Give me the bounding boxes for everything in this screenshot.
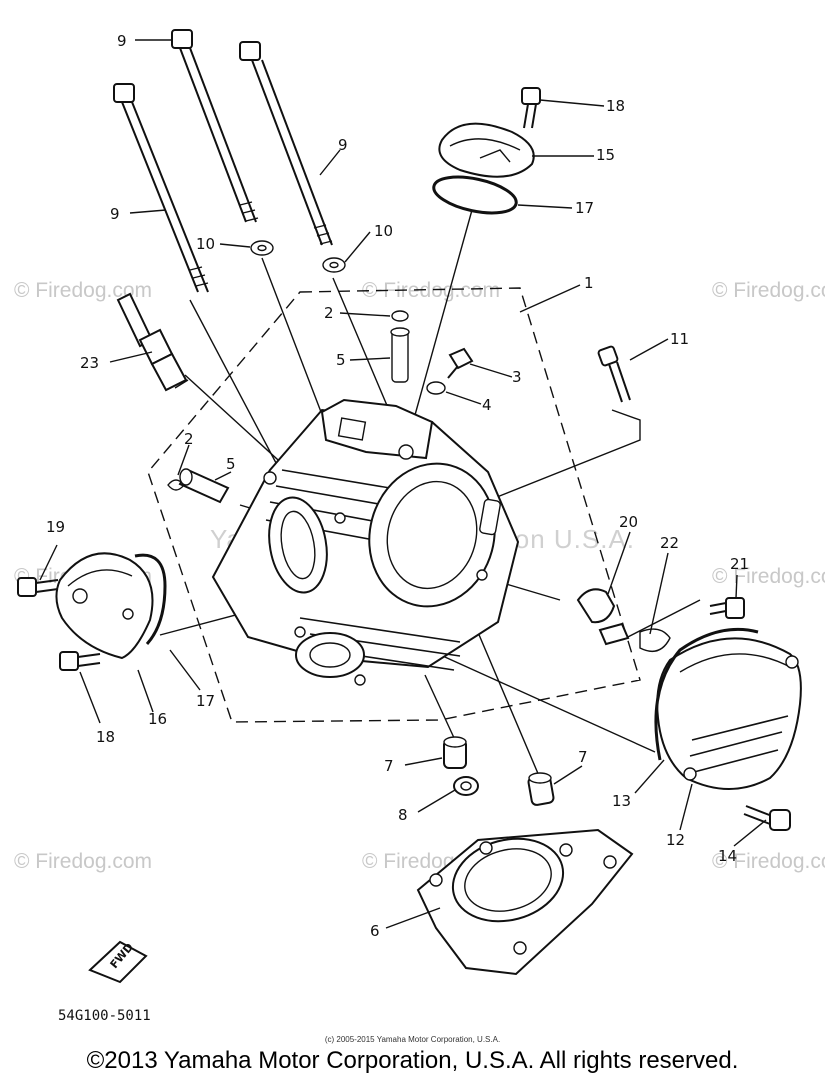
- bolt-3: [447, 347, 474, 379]
- cover-bolt: [59, 651, 101, 671]
- part-code: 54G100-5011: [58, 1008, 151, 1024]
- watermark-text: © Firedog.com: [712, 279, 825, 302]
- copyright-notice: ©2013 Yamaha Motor Corporation, U.S.A. A…: [86, 1047, 739, 1074]
- spark-plug: [116, 292, 189, 392]
- watermark-text: © Firedog.com: [14, 850, 152, 873]
- callout-7: 7: [384, 757, 394, 775]
- long-bolt: [171, 29, 259, 223]
- callout-16: 16: [148, 710, 167, 728]
- callout-4: 4: [482, 396, 492, 414]
- watermark-text: © Firedog.com: [362, 279, 500, 302]
- cover-bolt: [743, 805, 791, 831]
- tensioner-part: [576, 588, 630, 646]
- callout-23: 23: [80, 354, 99, 372]
- callout-22: 22: [660, 534, 679, 552]
- callout-21: 21: [730, 555, 749, 573]
- callout-18: 18: [606, 97, 625, 115]
- callout-15: 15: [596, 146, 615, 164]
- cover-cap: [438, 122, 535, 178]
- watermark-text: © Firedog.com: [712, 565, 825, 588]
- callout-5: 5: [336, 351, 346, 369]
- callout-10: 10: [374, 222, 393, 240]
- cylinder-head-assembly-boundary: [147, 287, 641, 723]
- callout-leaders: [39, 39, 767, 929]
- callout-17: 17: [575, 199, 594, 217]
- cylinder-head: [211, 398, 520, 686]
- callout-6: 6: [370, 922, 380, 940]
- o-ring: [134, 553, 167, 646]
- watermark-text: © Firedog.com: [712, 850, 825, 873]
- dowel-pin: [443, 736, 467, 769]
- washer-4: [426, 381, 446, 395]
- long-bolt: [113, 83, 209, 293]
- callout-11: 11: [670, 330, 689, 348]
- callout-9: 9: [338, 136, 348, 154]
- callout-17: 17: [196, 692, 215, 710]
- cap-bolt: [521, 87, 541, 129]
- callout-12: 12: [666, 831, 685, 849]
- callout-7: 7: [578, 748, 588, 766]
- callout-labels: 9 9 9 10 10 1 2 5 3 4 11 18 15 17 23 2 5…: [46, 32, 749, 940]
- head-cover: [656, 637, 802, 790]
- callout-20: 20: [619, 513, 638, 531]
- valve-guide: [390, 327, 410, 383]
- head-cover-gasket: [654, 627, 759, 761]
- side-cover: [55, 552, 154, 660]
- cover-bolt: [17, 577, 59, 597]
- forward-direction-arrow: FWD: [88, 941, 148, 984]
- long-bolt: [239, 41, 333, 246]
- head-gasket: [416, 828, 634, 976]
- callout-9: 9: [110, 205, 120, 223]
- gasket-clip: [639, 628, 671, 652]
- callout-1: 1: [584, 274, 594, 292]
- cover-bolt: [709, 597, 745, 619]
- callout-13: 13: [612, 792, 631, 810]
- bolt-11: [597, 345, 631, 403]
- callout-5: 5: [226, 455, 236, 473]
- callout-2: 2: [324, 304, 334, 322]
- valve-guide: [178, 468, 230, 504]
- callout-9: 9: [117, 32, 127, 50]
- callout-19: 19: [46, 518, 65, 536]
- watermark-text: © Firedog.com: [14, 279, 152, 302]
- o-ring: [432, 175, 518, 215]
- small-copyright: (c) 2005-2015 Yamaha Motor Corporation, …: [324, 1035, 501, 1044]
- callout-18: 18: [96, 728, 115, 746]
- callout-14: 14: [718, 847, 737, 865]
- callout-3: 3: [512, 368, 522, 386]
- dowel-pin: [527, 772, 555, 806]
- callout-8: 8: [398, 806, 408, 824]
- callout-10: 10: [196, 235, 215, 253]
- callout-2: 2: [184, 430, 194, 448]
- dowel-clip: [391, 310, 409, 322]
